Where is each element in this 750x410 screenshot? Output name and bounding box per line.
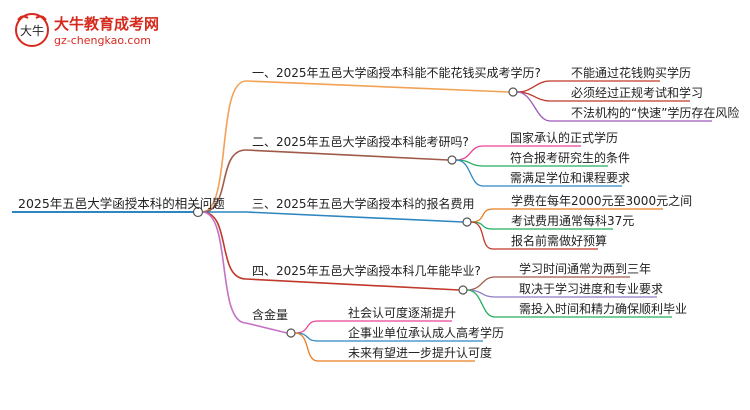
branch-label-3: 三、2025年五邑大学函授本科的报名费用 xyxy=(252,197,475,211)
leaf-connector-1-3 xyxy=(516,91,551,122)
branch-label-5: 含金量 xyxy=(252,308,289,322)
branch-connector-5 xyxy=(201,211,247,324)
branch-underline-2 xyxy=(245,149,449,161)
branch-connector-1 xyxy=(201,80,247,213)
logo-mark-text: 大牛 xyxy=(20,23,44,38)
branch-underline-3 xyxy=(245,211,464,223)
branch-label-1: 一、2025年五邑大学函授本科能不能花钱买成考学历? xyxy=(252,66,541,80)
leaf-label-5-2: 企事业单位承认成人高考学历 xyxy=(348,326,505,340)
branch-node-3 xyxy=(462,217,472,227)
branch-node-2 xyxy=(447,155,457,165)
leaf-label-1-3: 不法机构的“快速”学历存在风险 xyxy=(571,106,740,120)
root-node xyxy=(192,206,204,218)
leaf-connector-5-1 xyxy=(294,320,319,334)
leaf-label-1-1: 不能通过花钱购买学历 xyxy=(571,66,692,80)
leaf-label-2-3: 需满足学位和课程要求 xyxy=(510,171,631,185)
branch-node-5 xyxy=(286,328,296,338)
branch-label-2: 二、2025年五邑大学函授本科能考研吗? xyxy=(252,135,469,149)
branch-connector-4 xyxy=(201,211,247,280)
leaf-label-2-2: 符合报考研究生的条件 xyxy=(510,151,631,165)
leaf-label-3-3: 报名前需做好预算 xyxy=(511,234,608,248)
leaf-label-5-3: 未来有望进一步提升认可度 xyxy=(348,346,493,360)
bull-logo-icon: 大牛 xyxy=(15,13,49,47)
leaf-label-4-3: 需投入时间和精力确保顺利毕业 xyxy=(519,302,688,316)
leaf-connector-2-3 xyxy=(455,159,484,187)
branch-connector-2 xyxy=(201,149,247,213)
leaf-connector-5-3 xyxy=(294,332,319,362)
site-logo[interactable]: 大牛 大牛教育成考网 gz-chengkao.com xyxy=(10,10,180,54)
leaf-label-3-1: 学费在每年2000元至3000元之间 xyxy=(511,194,693,208)
leaf-label-2-1: 国家承认的正式学历 xyxy=(510,131,619,145)
leaf-connector-1-1 xyxy=(516,80,551,93)
logo-brand-name: 大牛教育成考网 xyxy=(54,15,160,33)
branch-underline-5 xyxy=(245,322,288,334)
leaf-label-4-1: 学习时间通常为两到三年 xyxy=(519,262,652,276)
leaf-label-5-1: 社会认可度逐渐提升 xyxy=(348,306,457,320)
leaf-label-1-2: 必须经过正规考试和学习 xyxy=(571,86,704,100)
branch-node-4 xyxy=(458,285,468,295)
leaf-connector-4-3 xyxy=(466,289,496,318)
leaf-connector-3-3 xyxy=(470,221,494,250)
root-topic: 2025年五邑大学函授本科的相关问题 xyxy=(18,196,225,211)
branch-underline-1 xyxy=(245,80,510,93)
branch-label-4: 四、2025年五邑大学函授本科几年能毕业? xyxy=(252,264,481,278)
leaf-label-4-2: 取决于学习进度和专业要求 xyxy=(519,282,664,296)
branch-underline-4 xyxy=(245,278,460,291)
branch-node-1 xyxy=(508,87,518,97)
logo-url: gz-chengkao.com xyxy=(54,34,151,47)
leaf-label-3-2: 考试费用通常每科37元 xyxy=(511,214,635,228)
